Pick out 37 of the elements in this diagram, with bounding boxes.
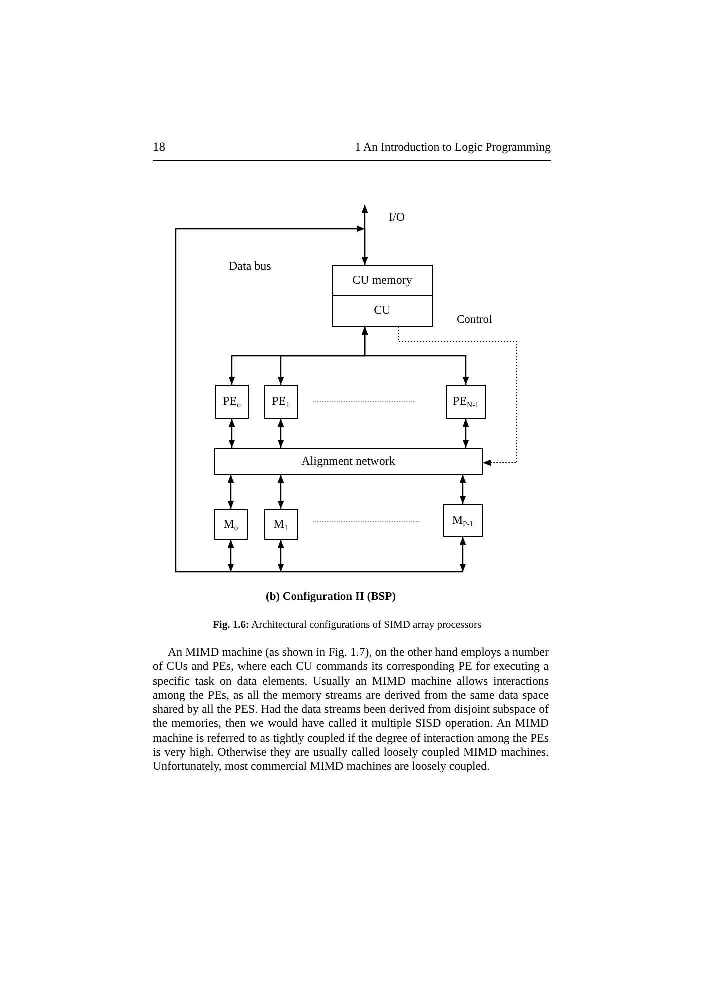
double-arrow xyxy=(228,540,234,572)
node-label: PE$_{o}$ xyxy=(223,395,241,409)
memory-module-box xyxy=(214,509,248,540)
bus-label: Data bus xyxy=(229,260,272,274)
node-label: PE$_{1}$ xyxy=(272,395,290,409)
processing-element-box xyxy=(215,385,249,419)
node-label: CU memory xyxy=(352,274,412,288)
network-box xyxy=(214,448,483,475)
subfigure-title: (b) Configuration II (BSP) xyxy=(266,591,396,605)
double-arrow xyxy=(462,419,470,448)
figure-caption: Fig. 1.6: Architectural configurations of SIMD array processors xyxy=(213,620,482,633)
double-arrow xyxy=(278,419,284,448)
memory-module-box xyxy=(443,504,483,537)
processing-element-box xyxy=(264,385,298,419)
memory-compartment xyxy=(332,265,433,296)
node-label: M$_{1}$ xyxy=(274,518,288,532)
node-label: Alignment network xyxy=(302,454,396,468)
double-arrow xyxy=(460,537,466,572)
memory-module-box xyxy=(264,509,298,540)
double-arrow xyxy=(362,205,368,265)
body-paragraph: An MIMD machine (as shown in Fig. 1.7), on the other hand employs a number of CUs and PEs, where each CU commands its corresponding PE for executing a specific task on data elements. Usually an MIMD machine allows interactions among the PEs, as all the memory streams are derived from the same data space shared by all the PES. Had the data streams been derived from disjoint subspace of the memories, then we would have called it multiple SISD operation. An MIMD machine is referred to as tightly coupled if the degree of interaction among the PEs is very high. Otherwise they are usually called loosely coupled MIMD machines. Unfortunately, most commercial MIMD machines are loosely coupled. xyxy=(153,645,549,774)
processing-element-box xyxy=(446,385,486,419)
control-unit-compartment xyxy=(332,295,433,327)
node-label: CU xyxy=(374,304,391,318)
double-arrow xyxy=(278,475,284,509)
running-head: 1 An Introduction to Logic Programming xyxy=(355,140,551,154)
double-arrow xyxy=(228,419,236,448)
double-arrow xyxy=(460,475,466,504)
node-label: M$_{o}$ xyxy=(224,518,238,532)
edge-label: I/O xyxy=(389,211,405,224)
page-number: 18 xyxy=(153,140,166,155)
double-arrow xyxy=(228,475,234,509)
double-arrow xyxy=(362,327,470,385)
node-label: PE$_{N-1}$ xyxy=(453,395,479,409)
double-arrow xyxy=(278,540,284,572)
node-label: M$_{P-1}$ xyxy=(452,514,474,528)
dotted-arrow xyxy=(398,326,518,466)
